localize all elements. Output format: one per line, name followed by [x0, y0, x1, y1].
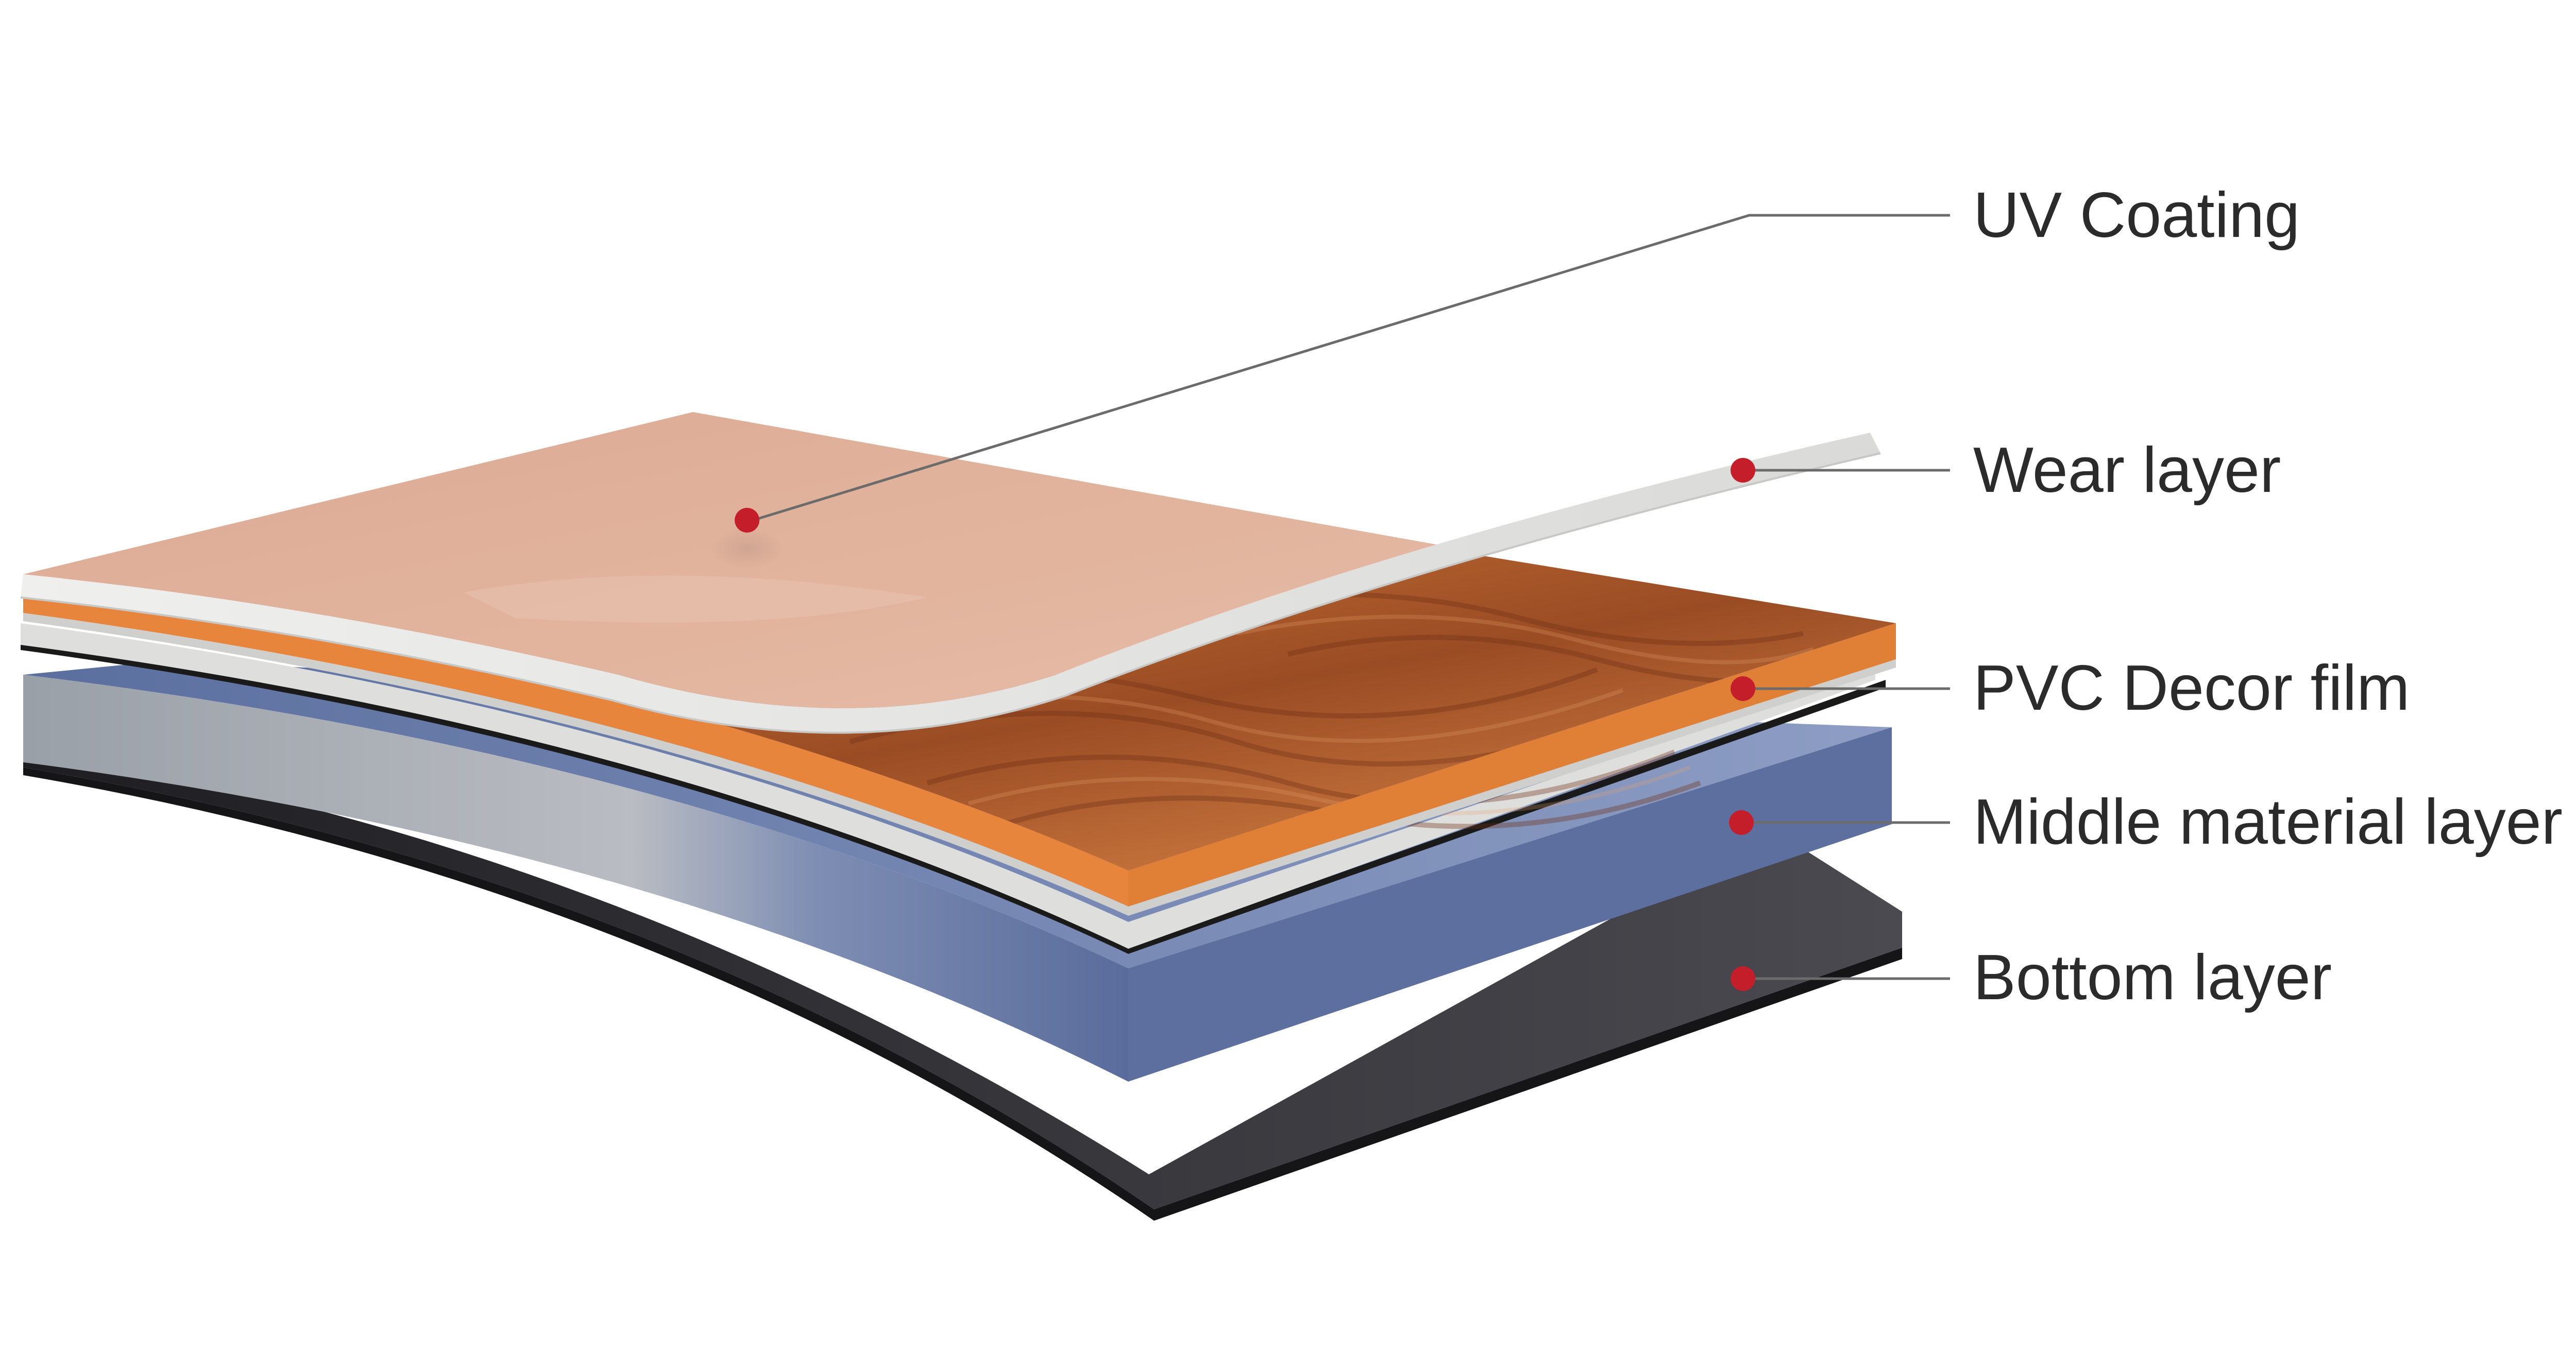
separator-line: [21, 644, 1886, 954]
uv-dot-glow: [711, 528, 783, 569]
bottom-layer-shape: [23, 749, 1902, 1221]
pvc-decor-film-marker-dot: [1731, 676, 1755, 701]
bottom-layer-marker-dot: [1731, 966, 1755, 991]
backing-layer-shape: [21, 623, 1875, 949]
label-wear-layer: Wear layer: [1973, 435, 2281, 506]
middle-material-layer-marker-dot: [1729, 810, 1754, 835]
uv-coating-marker-dot: [735, 508, 759, 533]
label-middle-material-layer: Middle material layer: [1973, 786, 2563, 858]
label-pvc-decor-film: PVC Decor film: [1973, 653, 2410, 724]
label-uv-coating: UV Coating: [1973, 180, 2300, 251]
wear-layer-marker-dot: [1731, 458, 1755, 483]
label-bottom-layer: Bottom layer: [1973, 942, 2332, 1013]
leader-line-uv-coating: [749, 214, 1950, 523]
